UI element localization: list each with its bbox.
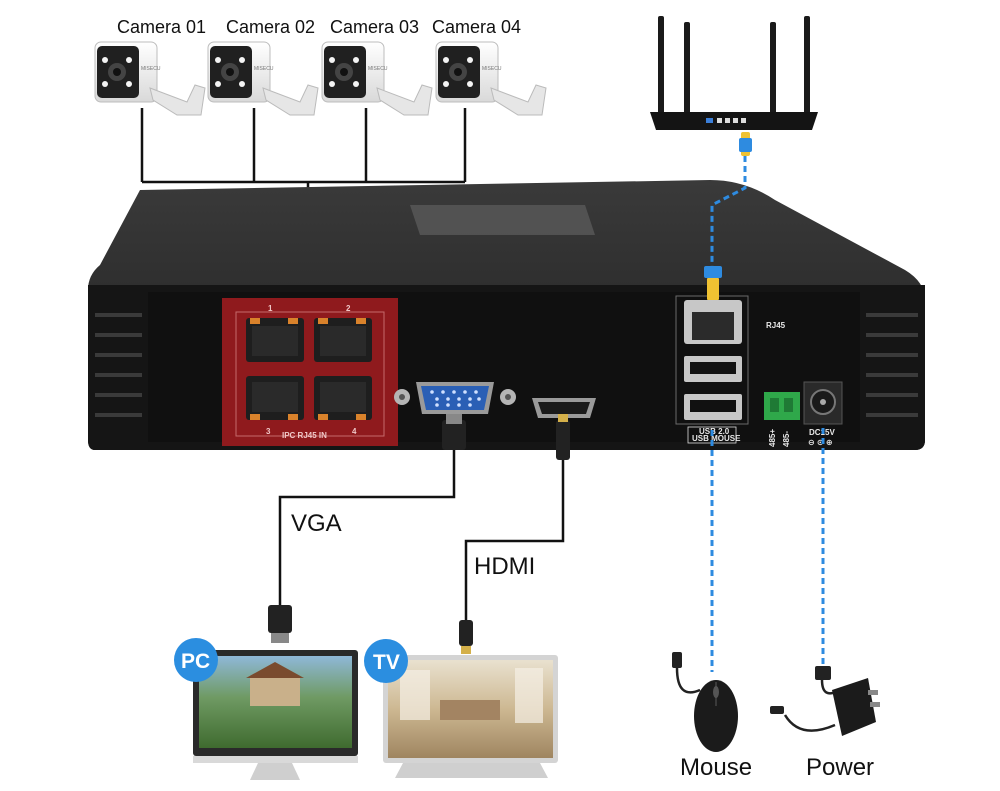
camera-brand: MISECU	[482, 66, 502, 72]
camera-label: Camera 01	[117, 17, 206, 37]
network-plug	[704, 266, 722, 300]
usb-port-2	[684, 394, 742, 420]
rj45-usb-block: RJ45 USB 2.0 USB MOUSE	[675, 295, 786, 444]
tv-icon: TV	[364, 639, 558, 778]
camera-brand: MISECU	[141, 66, 161, 72]
camera-04: Camera 04 MISECU	[432, 17, 547, 116]
power-adapter-icon: Power	[770, 666, 880, 781]
vga-label: VGA	[291, 510, 342, 537]
rs485-minus-label: 485-	[782, 431, 791, 447]
poe-port-3	[246, 376, 304, 420]
poe-port-4	[314, 376, 372, 420]
camera-label: Camera 02	[226, 17, 315, 37]
monitor-icon: PC	[174, 638, 358, 780]
poe-port-2	[314, 318, 372, 362]
vga-port	[394, 382, 516, 414]
poe-ports: 1 2 3 4 IPC RJ45 IN	[222, 298, 398, 446]
camera-icon: MISECU	[435, 41, 547, 116]
vga-cable: VGA	[268, 414, 466, 643]
poe-number-2: 2	[346, 304, 351, 313]
rs485-terminal: 485+ 485-	[764, 392, 800, 447]
router-icon	[650, 16, 818, 156]
network-cable	[710, 156, 747, 268]
hdmi-cable: HDMI	[459, 414, 570, 654]
usb-label-2: USB MOUSE	[692, 434, 741, 443]
usb-label-1: USB 2.0	[699, 427, 730, 436]
camera-icon: MISECU	[94, 41, 206, 116]
pc-badge	[174, 638, 218, 682]
camera-01: Camera 01 MISECU	[94, 17, 206, 116]
mouse-icon: Mouse	[672, 652, 752, 781]
camera-icon: MISECU	[321, 41, 433, 116]
hdmi-port	[532, 398, 596, 418]
camera-03: Camera 03 MISECU	[321, 17, 433, 116]
svg-text:⊖ ⊙ ⊕: ⊖ ⊙ ⊕	[808, 438, 833, 447]
power-label: Power	[806, 754, 874, 781]
usb-port-1	[684, 356, 742, 382]
mouse-label: Mouse	[680, 754, 752, 781]
rj45-label: RJ45	[766, 321, 786, 330]
camera-02: Camera 02 MISECU	[207, 17, 319, 116]
camera-label: Camera 04	[432, 17, 521, 37]
poe-number-3: 3	[266, 427, 271, 436]
rj45-port	[684, 300, 742, 344]
tv-badge	[364, 639, 408, 683]
hdmi-label: HDMI	[474, 553, 535, 580]
camera-label: Camera 03	[330, 17, 419, 37]
camera-icon: MISECU	[207, 41, 319, 116]
rs485-plus-label: 485+	[768, 429, 777, 447]
poe-number-1: 1	[268, 304, 273, 313]
camera-brand: MISECU	[254, 66, 274, 72]
poe-port-label: IPC RJ45 IN	[282, 431, 327, 440]
poe-number-4: 4	[352, 427, 357, 436]
poe-port-1	[246, 318, 304, 362]
pc-badge-text: PC	[181, 650, 210, 673]
camera-brand: MISECU	[368, 66, 388, 72]
tv-badge-text: TV	[373, 651, 400, 674]
